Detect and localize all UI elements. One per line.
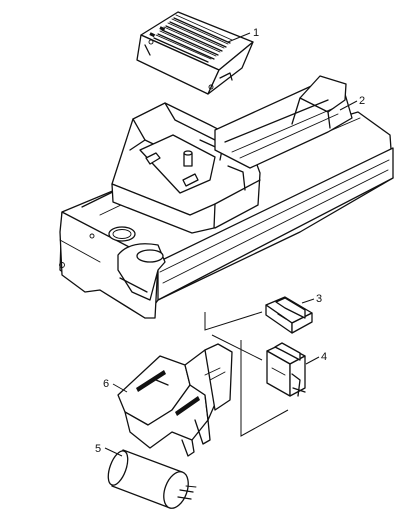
part-4-switch-block (266, 342, 306, 397)
callout-label: 5 (95, 443, 101, 455)
callout-3: 3 (301, 293, 322, 305)
callout-label: 6 (103, 378, 109, 390)
part-2-main-housing (59, 75, 394, 319)
callout-1: 1 (227, 27, 259, 43)
assembly-guides (204, 311, 289, 437)
callout-4: 4 (305, 351, 327, 365)
part-6-bracket (117, 343, 233, 457)
callout-label: 4 (321, 351, 327, 363)
callout-6: 6 (103, 378, 128, 393)
part-1-vent-cover (136, 11, 254, 95)
callout-5: 5 (95, 443, 123, 457)
callout-2: 2 (339, 95, 365, 111)
callout-label: 1 (253, 27, 259, 39)
vent-slots (153, 14, 233, 63)
part-5-capacitor (107, 449, 197, 509)
callout-label: 3 (316, 293, 322, 305)
callout-label: 2 (359, 95, 365, 107)
part-3-small-module (265, 296, 313, 334)
